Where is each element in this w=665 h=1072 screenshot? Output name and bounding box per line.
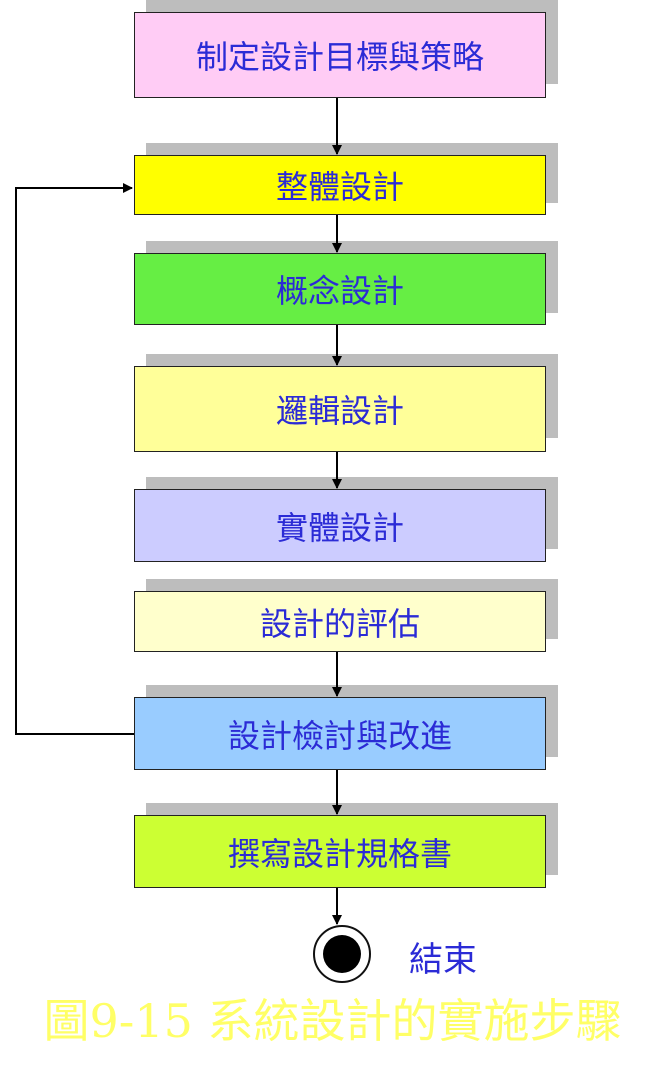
step-box-evaluation: 設計的評估 xyxy=(134,591,546,652)
step-label: 概念設計 xyxy=(275,272,404,310)
step-label: 邏輯設計 xyxy=(275,392,404,430)
step-label: 設計檢討與改進 xyxy=(227,716,452,755)
end-label: 結束 xyxy=(409,940,477,980)
step-box-spec-writing: 撰寫設計規格書 xyxy=(134,815,546,888)
step-label: 實體設計 xyxy=(275,508,404,547)
end-dot xyxy=(323,935,361,973)
step-box-physical-design: 實體設計 xyxy=(134,489,546,562)
step-label: 撰寫設計規格書 xyxy=(227,834,452,873)
step-box-overall-design: 整體設計 xyxy=(134,155,546,215)
step-box-goals: 制定設計目標與策略 xyxy=(134,12,546,98)
step-box-conceptual-design: 概念設計 xyxy=(134,253,546,325)
step-label: 制定設計目標與策略 xyxy=(195,38,484,76)
figure-caption: 圖9-15 系統設計的實施步驟 xyxy=(43,994,622,1048)
step-label: 設計的評估 xyxy=(259,604,420,643)
step-label: 整體設計 xyxy=(275,168,404,206)
step-box-logical-design: 邏輯設計 xyxy=(134,366,546,452)
feedback-loop-arrow xyxy=(15,183,134,735)
step-box-review: 設計檢討與改進 xyxy=(134,697,546,770)
end-node xyxy=(313,925,371,983)
